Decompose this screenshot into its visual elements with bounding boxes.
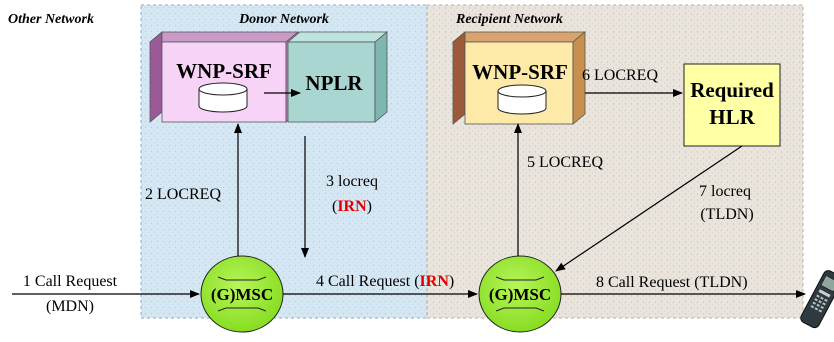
nplr-label: NPLR — [305, 71, 363, 95]
recipient-gmsc-node: (G)MSC — [478, 255, 562, 333]
donor-wnp-srf-node: WNP-SRF — [148, 31, 300, 123]
database-cylinder-icon — [497, 84, 547, 115]
call-request-4-text: 4 Call Request ( — [316, 273, 420, 290]
mobile-phone-icon — [800, 270, 834, 329]
locreq-2-label: 2 LOCREQ — [145, 186, 221, 203]
call-request-1-label: 1 Call Request — [23, 273, 118, 290]
call-request-4-label: 4 Call Request (IRN) — [316, 273, 454, 290]
database-cylinder-icon — [198, 82, 248, 113]
locreq-7-sublabel: (TLDN) — [700, 206, 753, 223]
locreq-5-label: 5 LOCREQ — [527, 154, 603, 171]
recipient-wnp-srf-node: WNP-SRF — [451, 31, 587, 125]
recipient-msc-label: (G)MSC — [489, 285, 551, 304]
locreq-3-sublabel: (IRN) — [332, 198, 372, 215]
irn-highlight: IRN — [420, 273, 450, 290]
irn-highlight: IRN — [337, 198, 367, 215]
other-network-label: Other Network — [8, 12, 94, 27]
hlr-label-line2: HLR — [709, 105, 755, 129]
nplr-node: NPLR — [286, 31, 389, 123]
locreq-3-open: ( — [332, 198, 337, 215]
locreq-7-arrow — [555, 145, 743, 272]
recipient-srf-label: WNP-SRF — [472, 60, 568, 84]
locreq-7-label: 7 locreq — [699, 183, 751, 200]
locreq-3-label: 3 locreq — [326, 173, 378, 190]
call-request-1-sublabel: (MDN) — [46, 298, 94, 315]
call-request-4-close: ) — [449, 273, 454, 290]
call-request-8-label: 8 Call Request (TLDN) — [596, 274, 748, 291]
hlr-label-line1: Required — [690, 78, 774, 102]
locreq-6-label: 6 LOCREQ — [582, 67, 658, 84]
donor-msc-label: (G)MSC — [211, 285, 273, 304]
donor-network-label: Donor Network — [238, 12, 329, 27]
donor-srf-label: WNP-SRF — [176, 59, 272, 83]
donor-gmsc-node: (G)MSC — [200, 255, 284, 333]
recipient-network-label: Recipient Network — [455, 12, 563, 27]
locreq-3-close: ) — [367, 198, 372, 215]
required-hlr-node: Required HLR — [683, 63, 781, 147]
